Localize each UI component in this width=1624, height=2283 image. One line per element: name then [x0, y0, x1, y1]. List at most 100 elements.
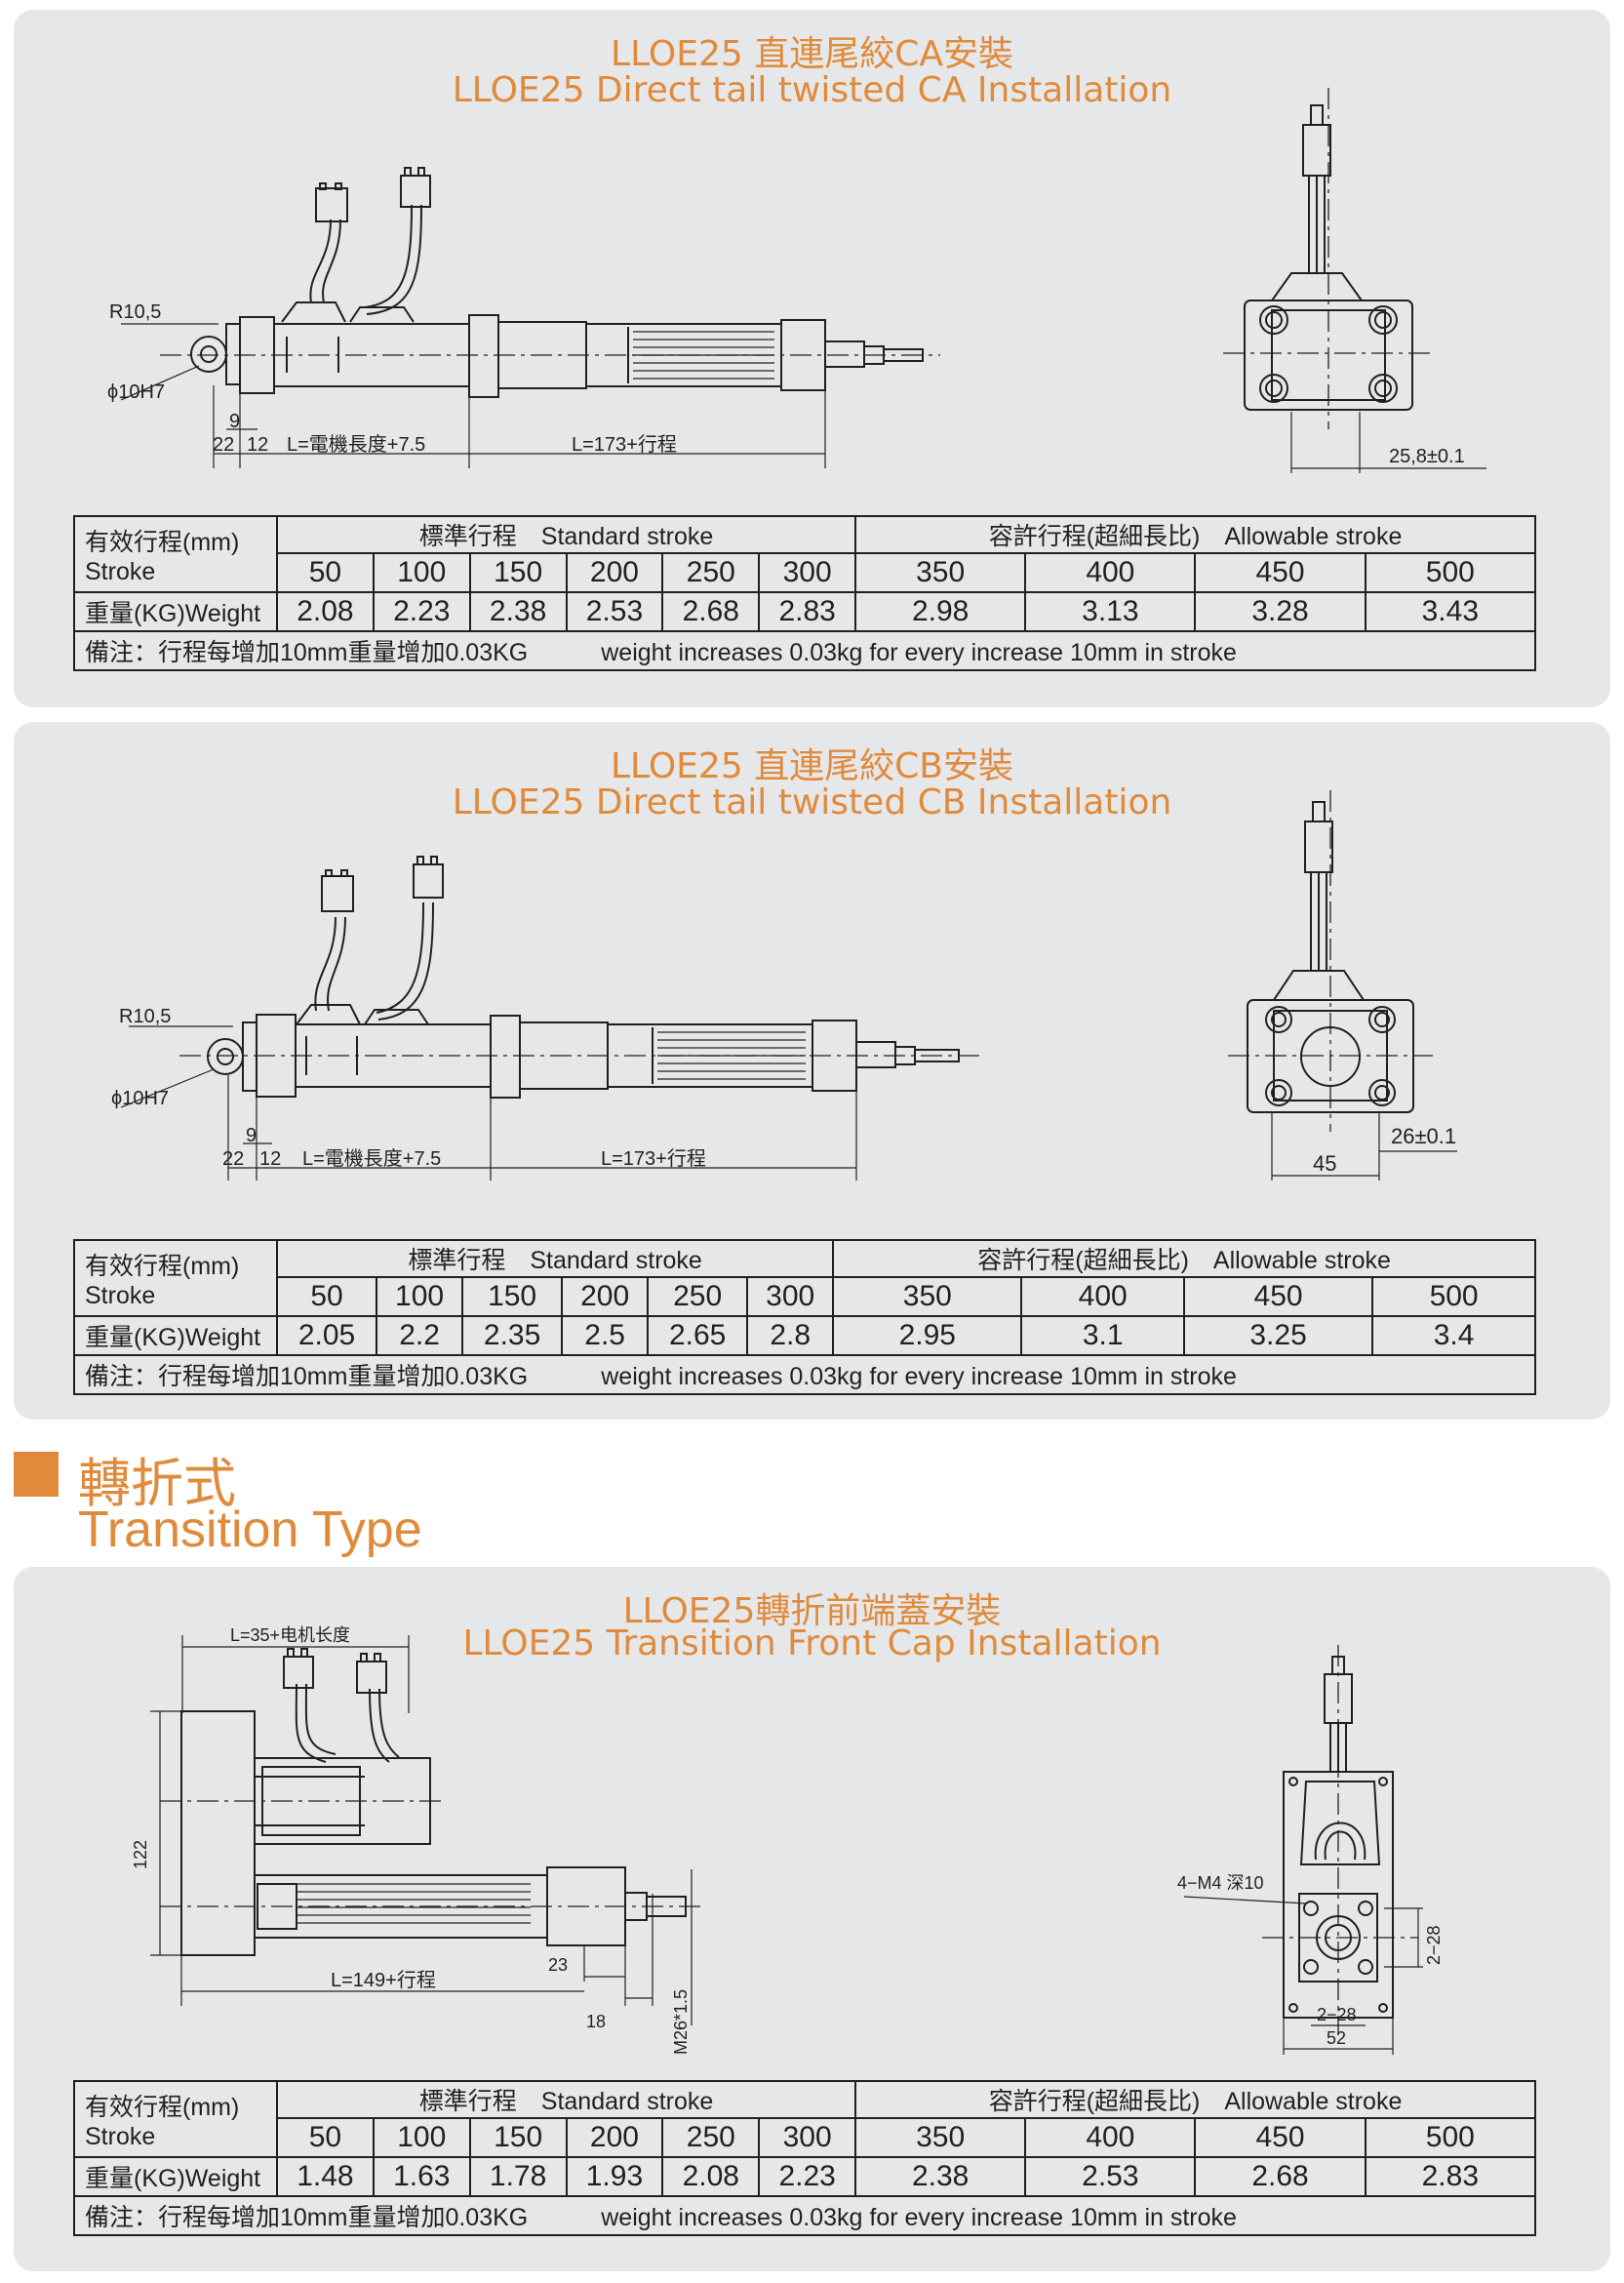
section-title-en: Transition Type	[78, 1502, 422, 1558]
stroke-cell: 150	[461, 1276, 564, 1317]
stroke-cell: 450	[1194, 2117, 1367, 2158]
weight-cell: 2.83	[758, 591, 857, 632]
weight-cell: 1.63	[372, 2156, 471, 2197]
stroke-label-cell: 有效行程(mm)Stroke	[73, 515, 278, 593]
section-title-cn: 轉折式	[78, 1453, 236, 1514]
allowable-stroke-header: 容許行程(超細長比) Allowable stroke	[832, 1239, 1536, 1278]
stroke-cell: 300	[746, 1276, 835, 1317]
weight-cell: 2.65	[647, 1315, 749, 1356]
dim-stroke-length: L=173+行程	[572, 433, 677, 456]
stroke-cell: 200	[565, 552, 664, 593]
stroke-cell: 200	[565, 2117, 664, 2158]
weight-cell: 3.25	[1182, 1315, 1374, 1356]
weight-cell: 1.48	[276, 2156, 375, 2197]
dim-spacing-v: 2−28	[1424, 1925, 1444, 1965]
weight-label-cell: 重量(KG)Weight	[73, 1315, 278, 1356]
dim-top-length: L=35+电机长度	[230, 1625, 350, 1645]
panel-ca-installation: LLOE25 直連尾絞CA安裝 LLOE25 Direct tail twist…	[14, 10, 1610, 707]
stroke-cell: 50	[276, 2117, 375, 2158]
weight-label-cell: 重量(KG)Weight	[73, 2156, 278, 2197]
stroke-cell: 500	[1364, 2117, 1537, 2158]
weight-cell: 2.38	[854, 2156, 1027, 2197]
stroke-cell: 350	[854, 2117, 1027, 2158]
dim-a: 9	[246, 1125, 257, 1146]
weight-cell: 2.95	[832, 1315, 1023, 1356]
dim-thread: M26*1.5	[671, 1989, 691, 2055]
stroke-cell: 150	[468, 2117, 568, 2158]
stroke-label-cell: 有效行程(mm)Stroke	[73, 1239, 278, 1317]
weight-note: 備注：行程每增加10mm重量增加0.03KG weight increases …	[73, 2195, 1536, 2236]
weight-cell: 1.93	[565, 2156, 664, 2197]
stroke-cell: 400	[1024, 552, 1197, 593]
section-marker	[14, 1452, 59, 1497]
transition-spec-table: 有效行程(mm)Stroke 標準行程 Standard stroke 容許行程…	[73, 2080, 1537, 2236]
dim-side: 26±0.1	[1391, 1124, 1456, 1148]
panel-title-en: LLOE25 Direct tail twisted CB Installati…	[452, 782, 1172, 822]
ca-spec-table: 有效行程(mm)Stroke 標準行程 Standard stroke 容許行程…	[73, 515, 1537, 671]
panel-title-cn: LLOE25轉折前端蓋安裝	[622, 1591, 1002, 1631]
dim-side-width: 45	[1313, 1151, 1336, 1176]
stroke-cell: 100	[372, 552, 471, 593]
dim-hole: ϕ10H7	[111, 1088, 169, 1109]
standard-stroke-header: 標準行程 Standard stroke	[275, 2080, 857, 2119]
stroke-cell: 250	[647, 1276, 749, 1317]
cb-spec-table: 有效行程(mm)Stroke 標準行程 Standard stroke 容許行程…	[73, 1239, 1536, 1395]
dim-motor-length: L=電機長度+7.5	[302, 1147, 441, 1170]
weight-note: 備注：行程每增加10mm重量增加0.03KG weight increases …	[73, 1354, 1536, 1395]
panel-transition-front-cap: LLOE25轉折前端蓋安裝 LLOE25 Transition Front Ca…	[14, 1567, 1610, 2271]
dim-a: 9	[229, 411, 240, 432]
allowable-stroke-header: 容許行程(超細長比) Allowable stroke	[854, 2080, 1536, 2119]
stroke-cell: 50	[276, 552, 375, 593]
stroke-cell: 200	[561, 1276, 650, 1317]
weight-cell: 2.68	[1194, 2156, 1367, 2197]
weight-cell: 2.68	[661, 591, 761, 632]
stroke-cell: 300	[758, 2117, 857, 2158]
weight-cell: 2.8	[746, 1315, 835, 1356]
dim-stroke-length: L=149+行程	[331, 1969, 436, 1991]
stroke-cell: 400	[1020, 1276, 1185, 1317]
dim-b: 22	[213, 434, 234, 456]
weight-cell: 2.53	[565, 591, 664, 632]
cb-side-view-drawing: R10,5 ϕ10H7 9 22 12 L=電機長度+7.5 L=173+行程 …	[111, 790, 1457, 1181]
weight-cell: 2.5	[561, 1315, 650, 1356]
allowable-stroke-header: 容許行程(超細長比) Allowable stroke	[854, 515, 1536, 554]
weight-cell: 2.23	[758, 2156, 857, 2197]
stroke-cell: 400	[1024, 2117, 1197, 2158]
dim-radius: R10,5	[119, 1006, 171, 1027]
dim-stroke-length: L=173+行程	[601, 1147, 706, 1170]
dim-width: 52	[1327, 2028, 1346, 2048]
dim-a: 23	[548, 1955, 568, 1975]
weight-cell: 3.43	[1364, 591, 1537, 632]
standard-stroke-header: 標準行程 Standard stroke	[275, 515, 857, 554]
dim-spacing-h: 2−28	[1317, 2005, 1357, 2024]
stroke-cell: 500	[1364, 552, 1537, 593]
stroke-cell: 100	[376, 1276, 464, 1317]
panel-title-en: LLOE25 Direct tail twisted CA Installati…	[452, 70, 1172, 110]
dim-b: 22	[222, 1148, 244, 1170]
weight-cell: 2.35	[461, 1315, 564, 1356]
stroke-cell: 350	[832, 1276, 1023, 1317]
weight-cell: 3.1	[1020, 1315, 1185, 1356]
weight-cell: 2.98	[854, 591, 1027, 632]
stroke-label-cell: 有效行程(mm)Stroke	[73, 2080, 278, 2158]
transition-side-view-drawing: L=35+电机长度 122 23 L=149+行程 18 M26*1.5	[131, 1625, 1444, 2055]
stroke-cell: 350	[854, 552, 1027, 593]
weight-cell: 2.05	[275, 1315, 378, 1356]
weight-cell: 2.53	[1024, 2156, 1197, 2197]
ca-side-view-drawing: R10,5 ϕ10H7 9 22 12 L=電機長度+7.5 L=173+行程 …	[107, 88, 1486, 473]
weight-label-cell: 重量(KG)Weight	[73, 591, 278, 632]
dim-height: 122	[131, 1840, 150, 1869]
panel-cb-installation: LLOE25 直連尾絞CB安裝 LLOE25 Direct tail twist…	[14, 722, 1610, 1420]
stroke-cell: 100	[372, 2117, 471, 2158]
dim-radius: R10,5	[109, 301, 161, 323]
dim-c: 12	[247, 434, 268, 456]
weight-cell: 2.2	[376, 1315, 464, 1356]
dim-hole: ϕ10H7	[107, 381, 165, 403]
dim-side: 25,8±0.1	[1389, 446, 1465, 467]
stroke-cell: 450	[1194, 552, 1367, 593]
stroke-cell: 150	[468, 552, 568, 593]
weight-cell: 1.78	[468, 2156, 568, 2197]
weight-cell: 3.28	[1194, 591, 1367, 632]
dim-b: 18	[586, 2012, 606, 2031]
weight-cell: 2.83	[1364, 2156, 1537, 2197]
